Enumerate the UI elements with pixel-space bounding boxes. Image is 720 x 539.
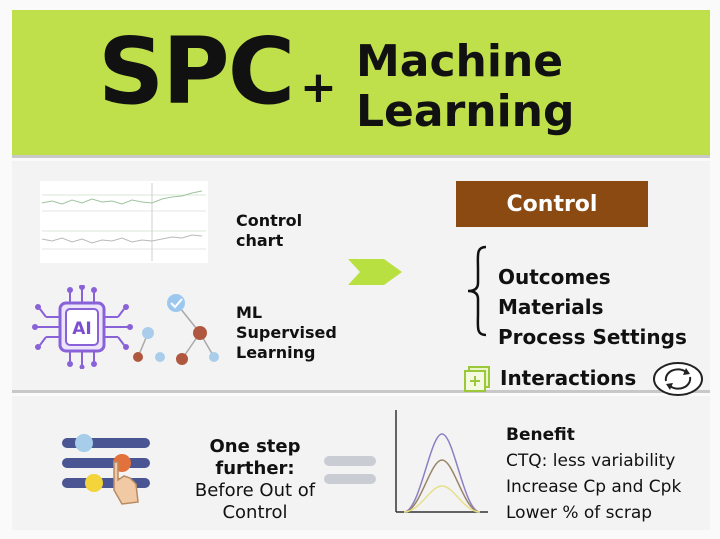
step-line3: Before Out of <box>194 480 316 501</box>
control-chart-thumbnail-icon <box>40 181 208 263</box>
control-item-materials: Materials <box>498 295 604 319</box>
benefit-item-cpk: Increase Cp and Cpk <box>506 477 682 497</box>
ai-chip-label: AI <box>72 319 91 339</box>
ml-label-line1: ML <box>236 303 263 322</box>
ml-label-line2: Supervised <box>236 323 337 342</box>
infographic: SPC + Machine Learning Control chart <box>12 10 710 530</box>
title-spc: SPC <box>98 18 295 125</box>
curly-brace-icon <box>467 245 487 337</box>
control-chart-label-line2: chart <box>236 231 284 250</box>
supervised-learning-graph-icon <box>133 294 219 365</box>
step-line2: further: <box>215 458 295 479</box>
title-banner: SPC + Machine Learning <box>12 10 710 158</box>
title-learning: Learning <box>356 86 575 137</box>
benefit-item-ctq: CTQ: less variability <box>506 451 676 471</box>
step-line4: Control <box>222 502 288 523</box>
bell-curves-icon <box>395 410 488 513</box>
step-further-text: One step further: Before Out of Control <box>172 436 338 524</box>
control-header-box: Control <box>456 181 648 227</box>
equals-sign-icon <box>324 456 376 484</box>
step-line1: One step <box>209 436 301 457</box>
title-machine: Machine <box>356 36 564 87</box>
benefit-title: Benefit <box>506 425 575 445</box>
control-item-outcomes: Outcomes <box>498 265 611 289</box>
bottom-panel: One step further: Before Out of Control … <box>12 396 710 530</box>
chevron-right-arrow-icon <box>348 259 402 285</box>
benefit-item-scrap: Lower % of scrap <box>506 503 653 523</box>
middle-panel: Control chart AI <box>12 161 710 396</box>
ai-chip-icon: AI <box>32 285 133 369</box>
sliders-hand-icon <box>62 434 150 505</box>
control-chart-label-line1: Control <box>236 211 303 230</box>
cycle-arrows-icon <box>653 362 703 396</box>
control-item-process-settings: Process Settings <box>498 325 687 349</box>
interactions-label: Interactions <box>500 366 637 390</box>
title-plus: + <box>300 62 337 113</box>
ml-label-line3: Learning <box>236 343 316 362</box>
add-square-icon <box>464 366 490 392</box>
